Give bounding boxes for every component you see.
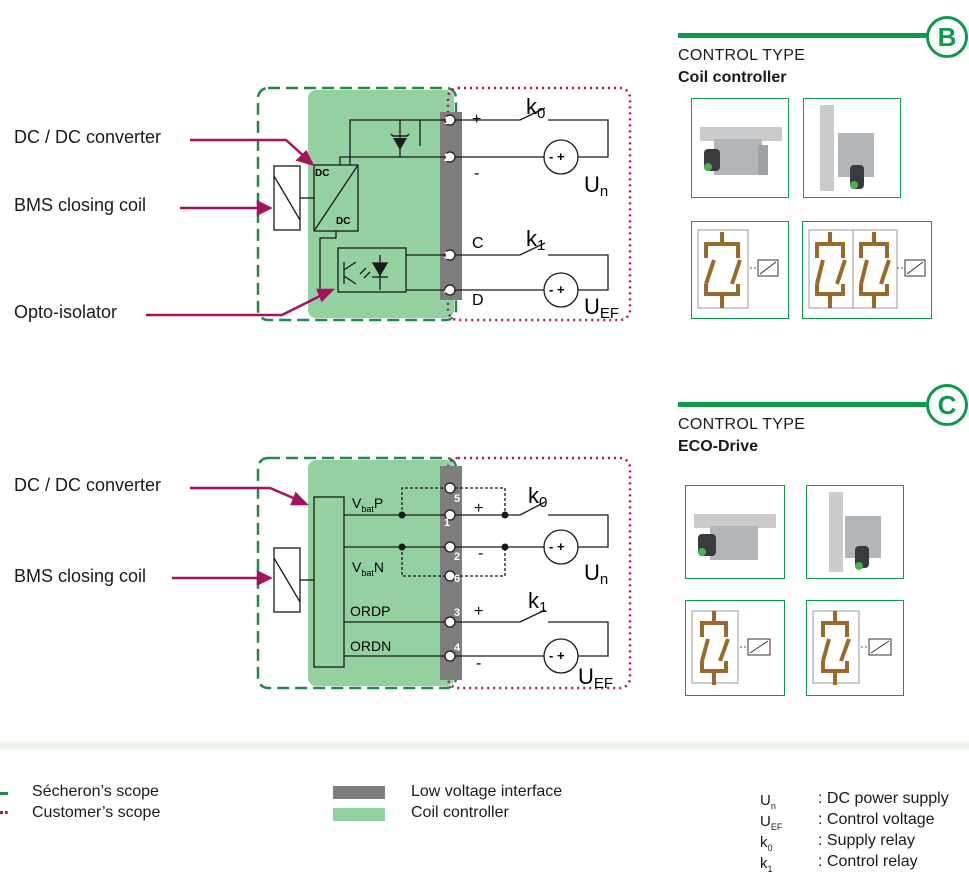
- legend-k0-desc: : Supply relay: [818, 832, 915, 849]
- terminal-5-c: 5: [454, 493, 460, 505]
- legend-un-desc: : DC power supply: [818, 790, 949, 807]
- label-bms-closing-coil-b: BMS closing coil: [14, 195, 147, 215]
- svg-text:- +: - +: [549, 282, 565, 297]
- sign-plus-b: +: [472, 111, 481, 128]
- legend-customer-label: Customer’s scope: [32, 804, 161, 821]
- schematic-thumb-2-b: [802, 221, 932, 319]
- vbatn-label: VbatN: [352, 559, 384, 578]
- lv-interface-bar-b: [440, 112, 462, 300]
- legend-coil-label: Coil controller: [411, 804, 509, 821]
- legend-divider: [0, 740, 969, 752]
- svg-text:- +: - +: [549, 539, 565, 554]
- sign-minus-c1: -: [478, 545, 483, 562]
- customer-scope-b: [446, 86, 632, 322]
- schematic-thumb-2-c: [806, 600, 904, 696]
- terminal-4-b: 4: [444, 285, 451, 297]
- legend-uef-desc: : Control voltage: [818, 811, 935, 828]
- legend-secheron-swatch: [0, 792, 8, 795]
- terminal-1-b: 1: [444, 115, 450, 127]
- terminal-6-c: 6: [454, 573, 460, 585]
- sign-plus-c1: +: [474, 500, 483, 517]
- terminal-4-c: 4: [454, 642, 461, 654]
- ordn-label: ORDN: [350, 638, 391, 654]
- k0-label-b: k0: [526, 94, 545, 122]
- terminal-2-c: 2: [454, 551, 460, 563]
- product-photo-2-b: [803, 98, 901, 198]
- sign-minus-b: -: [474, 165, 479, 182]
- un-label-c: Un: [584, 560, 608, 588]
- product-photo-2-c: [806, 485, 904, 579]
- legend-uef-symbol: UEF: [760, 813, 783, 832]
- legend-customer-swatch: [0, 811, 8, 817]
- terminal-3-b: 3: [444, 250, 450, 262]
- legend-k0-symbol: k0: [760, 834, 773, 853]
- label-dcdc-converter-c: DC / DC converter: [14, 475, 162, 495]
- control-name-b: Coil controller: [678, 69, 787, 86]
- legend-k1-symbol: k1: [760, 855, 773, 874]
- vbatp-label: VbatP: [352, 495, 383, 514]
- legend-k1-desc: : Control relay: [818, 853, 918, 870]
- terminal-3-c: 3: [454, 607, 460, 619]
- uef-label-b: UEF: [584, 294, 619, 322]
- badge-b: B: [926, 16, 968, 58]
- k0-label-c: k0: [528, 483, 547, 511]
- diagram-c: VbatP VbatN ORDP ORDN 5 1 2 6 3 4 + - + …: [172, 456, 632, 692]
- k1-label-b: k1: [526, 226, 545, 254]
- label-dcdc-converter-b: DC / DC converter: [14, 127, 162, 147]
- badge-c: C: [926, 384, 968, 426]
- schematic-thumb-1-c: [685, 600, 785, 696]
- header-line-b: [678, 33, 940, 38]
- ordp-label: ORDP: [350, 603, 390, 619]
- legend-un-symbol: Un: [760, 792, 776, 811]
- terminal-1-c: 1: [444, 517, 450, 529]
- label-bms-closing-coil-c: BMS closing coil: [14, 566, 147, 586]
- control-type-label-b: CONTROL TYPE: [678, 47, 806, 64]
- control-name-c: ECO-Drive: [678, 438, 759, 455]
- sign-c-b: C: [472, 235, 484, 252]
- sign-minus-c2: -: [476, 655, 481, 672]
- diagram-b: DC DC 1 2 3 4 + - C D k0 k1 Un UEF - + -…: [146, 86, 632, 322]
- sign-plus-c2: +: [474, 603, 483, 620]
- k1-label-c: k1: [528, 588, 547, 616]
- svg-text:- +: - +: [549, 648, 565, 663]
- sign-d-b: D: [472, 292, 484, 309]
- schematic-thumb-1-b: [691, 221, 789, 319]
- product-photo-1-c: [685, 485, 785, 579]
- label-opto-isolator: Opto-isolator: [14, 302, 118, 322]
- control-type-label-c: CONTROL TYPE: [678, 416, 806, 433]
- legend-lv-swatch: [333, 786, 385, 799]
- legend-coil-swatch: [333, 808, 385, 821]
- zener-diode: [390, 120, 410, 157]
- uef-label-c: UEF: [578, 664, 613, 692]
- legend-lv-label: Low voltage interface: [411, 783, 563, 800]
- product-photo-1-b: [691, 98, 789, 198]
- header-line-c: [678, 402, 940, 407]
- svg-text:- +: - +: [549, 149, 565, 164]
- un-label-b: Un: [584, 172, 608, 200]
- dc-top-label: DC: [315, 168, 329, 179]
- led-symbol: [359, 255, 389, 290]
- dc-bottom-label: DC: [336, 216, 350, 227]
- terminal-2-b: 2: [444, 152, 450, 164]
- legend-secheron-label: Sécheron’s scope: [32, 783, 159, 800]
